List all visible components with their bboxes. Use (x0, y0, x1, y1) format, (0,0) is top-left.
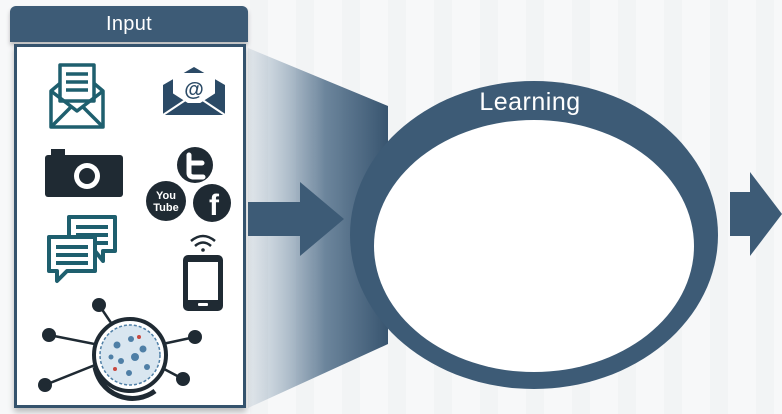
social-media-icon: You Tube f (146, 147, 231, 222)
svg-text:@: @ (184, 79, 204, 101)
input-panel-header: Input (10, 6, 248, 42)
learning-cycle-ring (350, 81, 718, 389)
output-arrow (730, 172, 782, 256)
input-arrow (248, 182, 344, 256)
youtube-label-line2: Tube (153, 202, 178, 214)
network-hub-icon (38, 298, 202, 401)
email-at-icon: @ (162, 67, 226, 116)
camera-icon (45, 149, 123, 197)
input-panel: @ You Tube f (14, 44, 246, 408)
chat-bubbles-icon (47, 215, 117, 283)
input-panel-title: Input (106, 12, 152, 35)
smartphone-wifi-icon (183, 234, 223, 311)
learning-label: Learning (479, 88, 581, 116)
newsletter-envelope-icon (49, 63, 105, 129)
facebook-label: f (209, 189, 220, 222)
youtube-label-line1: You (156, 190, 176, 202)
